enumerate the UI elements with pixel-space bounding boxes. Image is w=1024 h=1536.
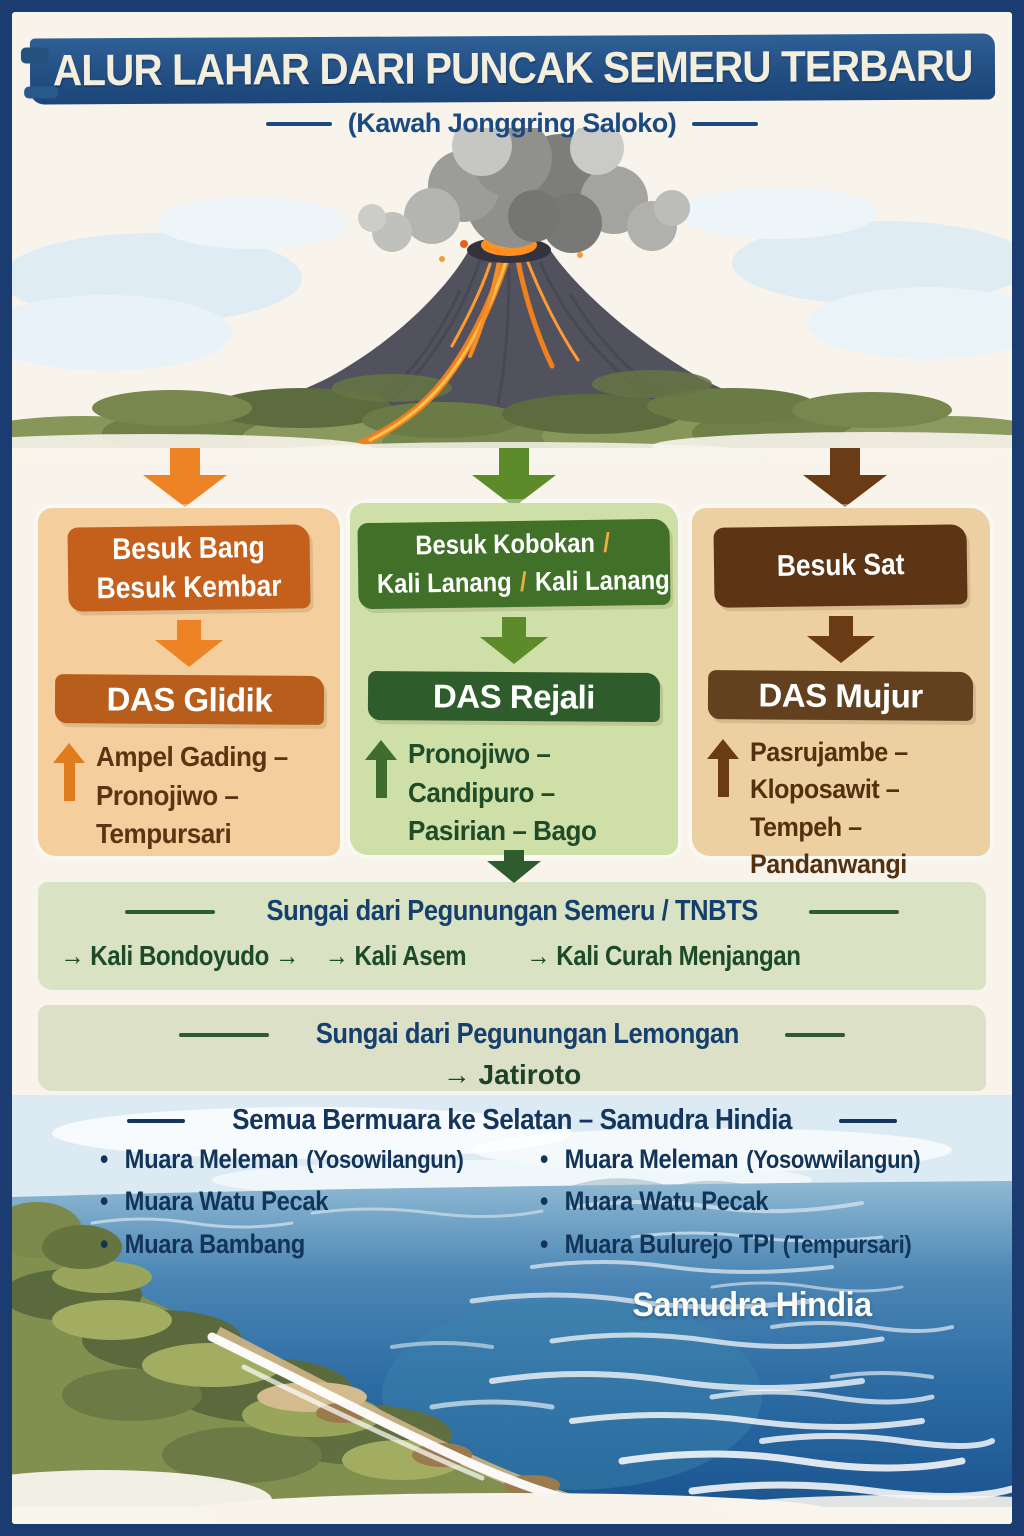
up-arrow-icon [52,738,86,854]
river-list: → Kali Bondoyudo → → Kali Asem → Kali Cu… [38,928,853,972]
river-item: → Kali Bondoyudo → [60,940,299,971]
das-label: DAS Mujur [708,670,974,721]
down-arrow-icon [472,448,556,507]
page-title: ALUR LAHAR DARI PUNCAK SEMERU TERBARU [52,41,973,96]
river-item: → Jatiroto [442,1059,582,1090]
area-list: Pronojiwo – Candipuro – Pasirian – Bago [364,735,670,851]
area-line: Pasrujambe – [750,737,908,767]
muara-list-item: •Muara Bambang [100,1228,305,1259]
bullet-icon: • [100,1228,108,1259]
flow-card-rejali: Besuk Kobokan / Kali Lanang / Kali Lanan… [350,503,678,855]
subtitle-row: (Kawah Jonggring Saloko) [12,108,1012,139]
dash-line [785,1032,846,1037]
dash-line [178,1032,269,1037]
section-title: Sungai dari Pegunungan Lemongan [315,1018,739,1050]
muara-list-item: •Muara Bulurejo TPI(Tempursari) [540,1228,912,1259]
area-line: Pronojiwo – [96,779,239,811]
area-line: Ampel Gading – [96,741,288,772]
source-river-label: Besuk Kobokan / Kali Lanang / Kali Lanan… [357,518,671,610]
sea-foam [90,1200,1012,1500]
up-arrow-icon [706,734,740,883]
ash-plume [358,128,690,253]
up-arrow-icon [364,735,398,851]
down-arrow-icon [692,616,990,663]
muara-list-item: •Muara Meleman(Yosowilangun) [100,1144,464,1174]
river-item: → Kali Asem [324,940,467,971]
ocean-illustration [12,1095,1012,1524]
semeru-rivers-section: Sungai dari Pegunungan Semeru / TNBTS → … [38,882,986,990]
sky-clouds [12,187,1012,371]
area-line: Tempeh – [750,811,862,842]
area-line: Pandanwangi [750,848,907,879]
section-title: Sungai dari Pegunungan Semeru / TNBTS [266,895,758,927]
bottom-paper-fade [12,1470,1012,1524]
muara-lists: •Muara Meleman(Yosowilangun) •Muara Watu… [100,1144,980,1271]
volcano-illustration [12,128,1012,464]
source-river-label: Besuk Bang Besuk Kembar [67,524,311,612]
lemongan-rivers-section: Sungai dari Pegunungan Lemongan → Jatiro… [38,1005,986,1091]
source-river-label: Besuk Sat [713,524,969,608]
down-arrow-icon [38,620,340,667]
down-arrow-icon [350,617,678,664]
area-line: Kloposawit – [750,774,900,805]
muara-list-item: •Muara Watu Pecak [100,1186,329,1217]
area-line: Pronojiwo – [408,738,551,769]
bullet-icon: • [100,1144,108,1174]
poster-paper: ALUR LAHAR DARI PUNCAK SEMERU TERBARU (K… [12,12,1012,1524]
dash-line [126,1118,185,1123]
page-subtitle: (Kawah Jonggring Saloko) [347,108,677,138]
down-arrow-icon [143,448,227,507]
area-line: Pasirian – Bago [408,815,597,847]
bullet-icon: • [540,1186,548,1217]
slash-separator: / [603,527,611,558]
muara-list-left: •Muara Meleman(Yosowilangun) •Muara Watu… [100,1144,540,1271]
flow-card-glidik: Besuk Bang Besuk Kembar DAS Glidik Ampel… [38,508,340,856]
ocean-name-label: Samudra Hindia [632,1286,872,1324]
dash-line [124,909,215,914]
muara-list-item: •Muara Meleman(Yosowwilangun) [540,1144,921,1174]
dash-line [265,121,332,126]
title-banner: ALUR LAHAR DARI PUNCAK SEMERU TERBARU [29,33,996,105]
area-list: Pasrujambe – Kloposawit – Tempeh – Panda… [706,734,982,883]
muara-list-right: •Muara Meleman(Yosowwilangun) •Muara Wat… [540,1144,980,1271]
surf-line [207,1332,585,1507]
bullet-icon: • [540,1144,548,1174]
down-arrow-icon [487,850,541,883]
das-label: DAS Glidik [54,674,324,725]
flow-card-mujur: Besuk Sat DAS Mujur Pasrujambe – Kloposa… [692,508,990,879]
down-arrow-icon [803,448,887,507]
bullet-icon: • [100,1186,108,1217]
river-item: → Kali Curah Menjangan [526,940,801,971]
area-list: Ampel Gading – Pronojiwo – Tempursari [52,738,332,854]
area-line: Tempursari [96,818,232,850]
section-title: Semua Bermuara ke Selatan – Samudra Hind… [232,1104,792,1136]
dash-line [839,1118,898,1123]
dash-line [809,909,900,914]
bullet-icon: • [540,1228,548,1259]
muara-section-header: Semua Bermuara ke Selatan – Samudra Hind… [12,1104,1012,1137]
dash-line [692,121,759,126]
muara-list-item: •Muara Watu Pecak [540,1186,769,1217]
lava-flows [353,252,580,450]
das-label: DAS Rejali [367,670,661,723]
area-line: Candipuro – [408,776,555,808]
